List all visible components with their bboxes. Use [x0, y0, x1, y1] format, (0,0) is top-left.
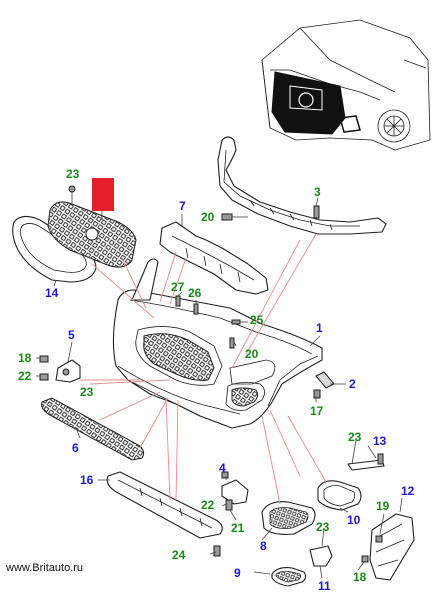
side-air-duct: [361, 513, 415, 581]
fog-lamp-grille: [261, 501, 316, 535]
bolt-3: [313, 205, 320, 219]
callout-12: 12: [401, 484, 415, 498]
upper-mounting-bracket: [217, 136, 387, 235]
fog-lamp-surround: [317, 480, 362, 511]
callout-1: 1: [316, 321, 323, 335]
clip-2: [313, 371, 335, 399]
bracket-5: [39, 355, 81, 383]
callout-6: 6: [72, 441, 79, 455]
callout-18a: 18: [18, 351, 32, 365]
grille-surround: [12, 215, 97, 283]
fog-insert: [271, 567, 307, 587]
callout-labels: 1 2 3 4 5 6 7 8 9 10 11 12 13 14 16 17 1…: [18, 167, 415, 593]
callout-4: 4: [219, 461, 226, 475]
callout-17: 17: [310, 404, 324, 418]
lower-grille: [41, 397, 145, 461]
callout-5: 5: [68, 328, 75, 342]
small-bracket-11: [309, 545, 333, 567]
callout-21: 21: [231, 521, 245, 535]
callout-10: 10: [347, 513, 361, 527]
bracket-4: [221, 471, 249, 511]
vehicle-reference-image: [261, 19, 431, 151]
callout-3: 3: [314, 185, 321, 199]
highlighted-part-marker: [92, 178, 114, 211]
callout-23b: 23: [80, 385, 94, 399]
callout-2: 2: [349, 377, 356, 391]
red-leader-lines: [80, 233, 327, 505]
callout-19: 19: [376, 499, 390, 513]
front-bumper-cover: [112, 289, 323, 429]
callout-20b: 20: [245, 347, 259, 361]
callout-9: 9: [234, 566, 241, 580]
callout-16: 16: [80, 473, 94, 487]
callout-23c: 23: [348, 430, 362, 444]
side-trim-strip: [347, 453, 385, 471]
callout-26: 26: [188, 286, 202, 300]
callout-11: 11: [318, 579, 331, 593]
lower-undertray: [106, 471, 223, 557]
callout-7: 7: [179, 199, 186, 213]
callout-22a: 22: [18, 369, 32, 383]
grille-mesh: [47, 185, 137, 268]
callout-23a: 23: [66, 167, 80, 181]
callout-8: 8: [260, 539, 267, 553]
callout-23d: 23: [316, 520, 330, 534]
callout-14: 14: [45, 286, 59, 300]
callout-20a: 20: [201, 210, 215, 224]
callout-25: 25: [250, 313, 264, 327]
callout-13: 13: [373, 434, 387, 448]
watermark-text: www.Britauto.ru: [6, 562, 84, 574]
bolt-20-upper: [221, 213, 248, 221]
callout-24: 24: [172, 548, 186, 562]
callout-18b: 18: [353, 570, 367, 584]
black-leader-lines: [36, 197, 403, 579]
callout-27: 27: [171, 280, 185, 294]
callout-22b: 22: [201, 498, 215, 512]
bumper-side-reinforcement: [131, 258, 159, 301]
inner-bracket: [159, 221, 269, 295]
